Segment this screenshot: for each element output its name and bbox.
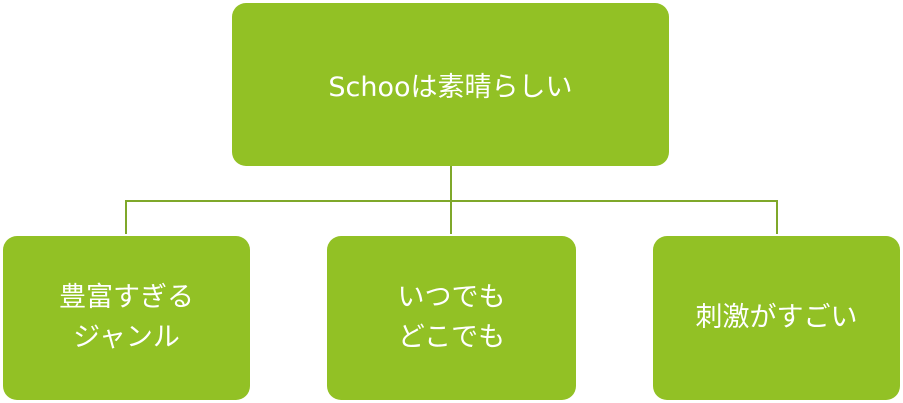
connector-child-3 — [776, 200, 778, 234]
root-node: Schooは素晴らしい — [232, 3, 669, 166]
child-node-label: 豊富すぎる ジャンル — [59, 282, 194, 353]
root-node-label: Schooは素晴らしい — [328, 72, 573, 103]
child-node-genres: 豊富すぎる ジャンル — [3, 236, 250, 400]
connector-child-1 — [125, 200, 127, 234]
child-node-label: いつでも どこでも — [397, 282, 506, 353]
child-node-stimulating: 刺激がすごい — [653, 236, 900, 400]
connector-horizontal — [125, 200, 778, 202]
child-node-anytime-anywhere: いつでも どこでも — [327, 236, 576, 400]
child-node-label: 刺激がすごい — [695, 302, 858, 333]
